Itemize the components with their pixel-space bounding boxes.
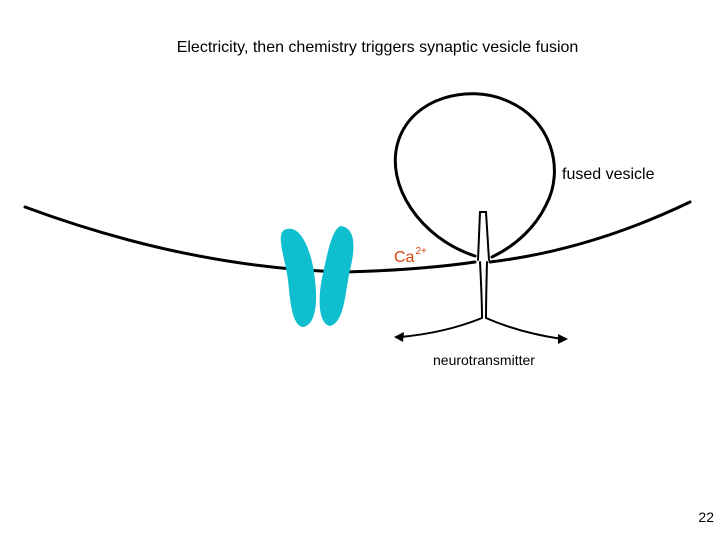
slide-title: Electricity, then chemistry triggers syn… [176,39,579,56]
calcium-channel-left [280,228,317,327]
page-number: 22 [698,509,714,525]
calcium-charge: 2+ [415,246,427,257]
arrowhead-right [558,334,568,344]
arrowhead-left [394,332,404,342]
fused-vesicle-label: fused vesicle [562,166,655,183]
fused-vesicle [393,92,556,259]
neurotransmitter-label: neurotransmitter [433,352,535,368]
release-arrow-right [485,317,563,340]
calcium-symbol: Ca [394,249,415,266]
neurotransmitter-spike [477,211,490,319]
calcium-channel-right [319,226,354,326]
membrane-right [488,200,692,264]
release-arrow-left [399,317,483,338]
calcium-label: Ca2+ [394,246,427,267]
